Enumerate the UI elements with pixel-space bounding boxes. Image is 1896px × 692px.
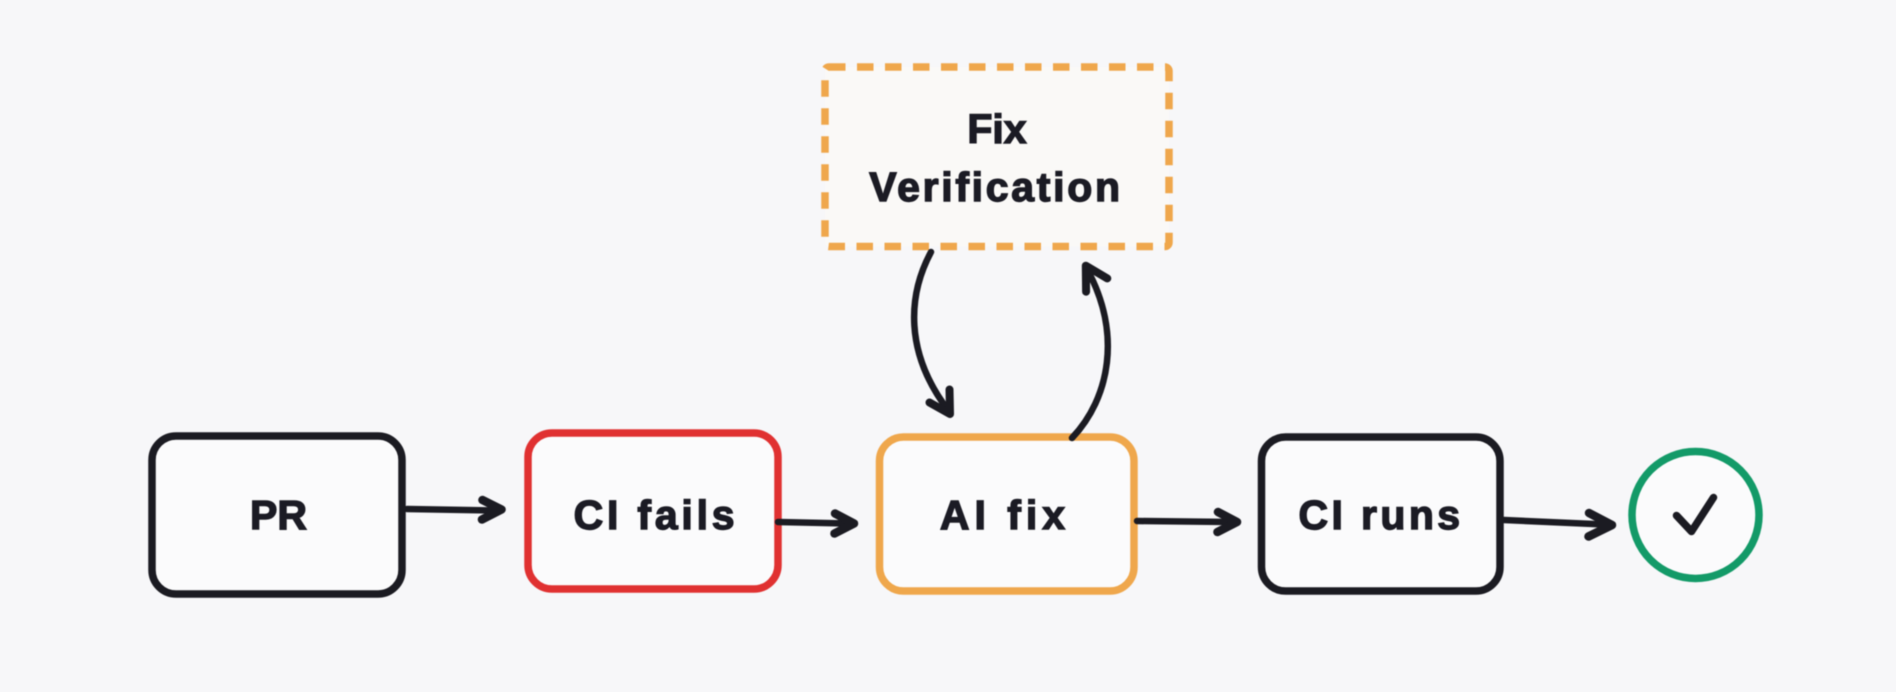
svg-text:PR: PR [250, 492, 307, 538]
svg-text:CI fails: CI fails [574, 492, 739, 538]
svg-text:AI fix: AI fix [940, 492, 1070, 538]
svg-text:Verification: Verification [869, 164, 1122, 210]
svg-text:CI runs: CI runs [1298, 492, 1463, 538]
svg-text:Fix: Fix [967, 106, 1026, 152]
